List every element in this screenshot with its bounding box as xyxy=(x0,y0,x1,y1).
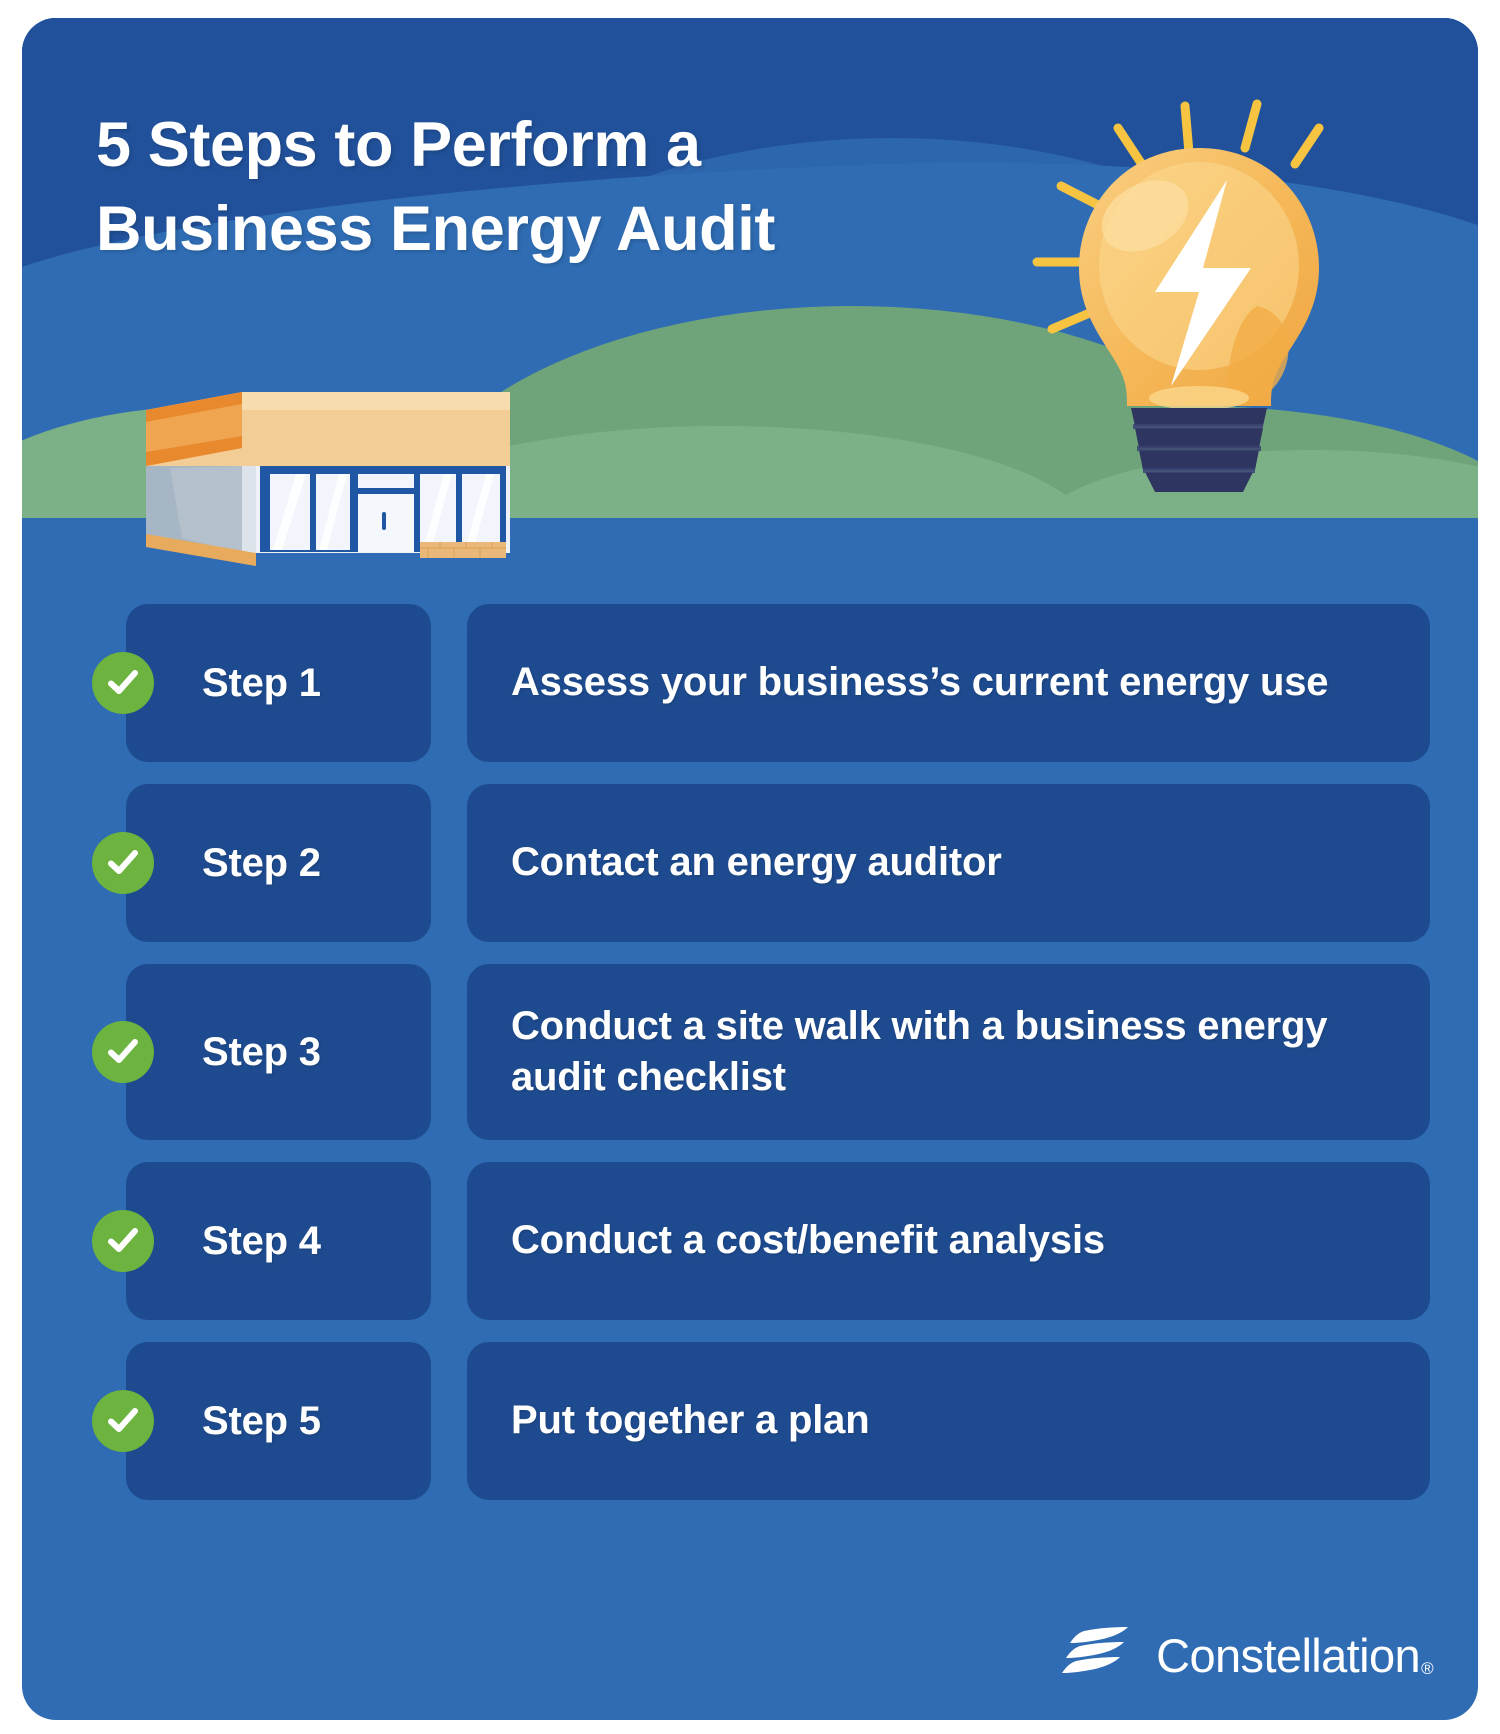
check-circle-icon xyxy=(92,1390,154,1452)
check-circle-icon xyxy=(92,1021,154,1083)
step-description-card: Conduct a site walk with a business ener… xyxy=(467,964,1430,1140)
step-description-card: Put together a plan xyxy=(467,1342,1430,1500)
step-label: Step 2 xyxy=(202,840,321,885)
infographic-card: 5 Steps to Perform a Business Energy Aud… xyxy=(22,18,1478,1720)
lightning-bolt-icon xyxy=(1155,180,1251,386)
lightbulb-icon xyxy=(927,76,1327,496)
title-line-2: Business Energy Audit xyxy=(96,193,775,264)
step-description: Contact an energy auditor xyxy=(511,840,1002,885)
step-description: Put together a plan xyxy=(511,1398,870,1443)
step-description-card: Conduct a cost/benefit analysis xyxy=(467,1162,1430,1320)
registered-trademark-icon: ® xyxy=(1421,1659,1434,1678)
step-description: Conduct a cost/benefit analysis xyxy=(511,1218,1105,1263)
step-label: Step 1 xyxy=(202,660,321,705)
header-illustration-scene: 5 Steps to Perform a Business Energy Aud… xyxy=(22,18,1478,578)
steps-list: Step 1 Assess your business’s current en… xyxy=(22,578,1478,1522)
step-label: Step 5 xyxy=(202,1398,321,1443)
list-item: Step 1 Assess your business’s current en… xyxy=(22,604,1478,762)
step-label-card: Step 5 xyxy=(126,1342,431,1500)
step-label: Step 3 xyxy=(202,1029,321,1074)
list-item: Step 3 Conduct a site walk with a busine… xyxy=(22,964,1478,1140)
title-line-1: 5 Steps to Perform a xyxy=(96,110,701,180)
step-label-card: Step 1 xyxy=(126,604,431,762)
list-item: Step 4 Conduct a cost/benefit analysis xyxy=(22,1162,1478,1320)
constellation-wave-logo xyxy=(1062,1625,1134,1686)
page-title: 5 Steps to Perform a Business Energy Aud… xyxy=(96,104,916,272)
check-circle-icon xyxy=(92,832,154,894)
check-circle-icon xyxy=(92,1210,154,1272)
step-description-card: Assess your business’s current energy us… xyxy=(467,604,1430,762)
list-item: Step 2 Contact an energy auditor xyxy=(22,784,1478,942)
brand-name-text: Constellation xyxy=(1156,1629,1421,1682)
list-item: Step 5 Put together a plan xyxy=(22,1342,1478,1500)
step-label-card: Step 3 xyxy=(126,964,431,1140)
storefront-building-icon xyxy=(110,348,510,568)
step-description: Conduct a site walk with a business ener… xyxy=(511,1003,1328,1099)
brand-footer: Constellation® xyxy=(1062,1625,1434,1686)
step-description: Assess your business’s current energy us… xyxy=(511,660,1329,705)
step-label-card: Step 2 xyxy=(126,784,431,942)
light-rays xyxy=(1032,99,1324,334)
step-label: Step 4 xyxy=(202,1218,321,1263)
step-label-card: Step 4 xyxy=(126,1162,431,1320)
step-description-card: Contact an energy auditor xyxy=(467,784,1430,942)
brand-name: Constellation® xyxy=(1156,1628,1434,1683)
check-circle-icon xyxy=(92,652,154,714)
